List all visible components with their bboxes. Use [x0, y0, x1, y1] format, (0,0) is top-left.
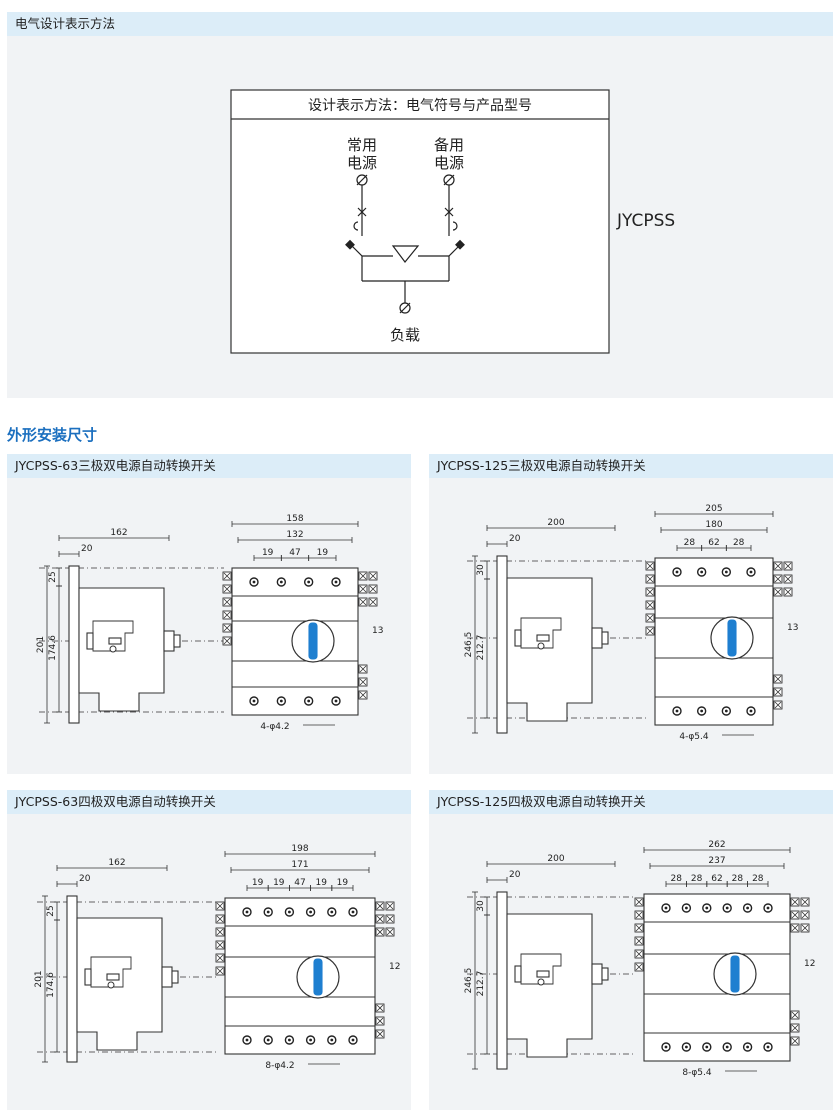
handle-side	[591, 627, 603, 649]
dimension-label: 19	[273, 878, 285, 888]
dimension-label: 19	[317, 548, 329, 558]
dimension-label: 28	[733, 538, 745, 548]
mechanism-outline	[520, 617, 562, 649]
dimension-label: 205	[705, 504, 722, 514]
dimension-label: 132	[286, 530, 303, 540]
handle-blue-bar	[730, 955, 740, 993]
dimension-label: 200	[547, 518, 564, 528]
panel-bar-1: JYCPSS-63三极双电源自动转换开关	[7, 454, 411, 478]
load-label: 负载	[390, 326, 420, 344]
dimension-label: 212.7	[476, 635, 486, 661]
dimension-label: 201	[34, 970, 44, 987]
switch-body-side	[78, 587, 165, 712]
dimension-label: 8-φ5.4	[682, 1068, 711, 1078]
symbol-box-title: 设计表示方法：电气符号与产品型号	[308, 98, 532, 114]
dimension-label: 174.6	[46, 972, 56, 998]
dimension-label: 20	[509, 870, 521, 880]
dimension-label: 28	[670, 874, 682, 884]
dimension-label: 19	[252, 878, 264, 888]
mounting-plate	[496, 555, 508, 734]
dimension-label: 201	[36, 636, 46, 653]
dimension-label: 12	[804, 959, 815, 969]
dimension-label: 237	[708, 856, 725, 866]
dimension-label: 20	[81, 544, 93, 554]
dimension-label: 8-φ4.2	[265, 1061, 294, 1071]
dimension-label: 28	[691, 874, 703, 884]
model-label: JYCPSS	[616, 211, 675, 231]
dimension-label: 212.7	[476, 971, 486, 997]
panel-bar-2: JYCPSS-125三极双电源自动转换开关	[429, 454, 833, 478]
handle-side	[163, 630, 175, 652]
dimension-label: 13	[787, 623, 798, 633]
dimension-label: 62	[708, 538, 719, 548]
dimension-label: 180	[705, 520, 722, 530]
dimension-label: 262	[708, 840, 725, 850]
header-bar: 电气设计表示方法	[7, 12, 833, 36]
switch-body-side	[506, 577, 593, 722]
mounting-plate	[68, 565, 80, 724]
dimension-label: 171	[291, 860, 308, 870]
switch-body-side	[506, 913, 593, 1058]
handle-side	[161, 966, 173, 988]
dimension-label: 13	[372, 626, 383, 636]
dimension-label: 246.5	[464, 968, 474, 994]
dimension-label: 162	[108, 858, 125, 868]
dimension-label: 47	[289, 548, 300, 558]
dimension-label: 19	[337, 878, 349, 888]
mechanism-outline	[520, 953, 562, 985]
panel-title-1: JYCPSS-63三极双电源自动转换开关	[15, 458, 216, 473]
dimension-label: 20	[509, 534, 521, 544]
panel-bar-4: JYCPSS-125四极双电源自动转换开关	[429, 790, 833, 814]
dimension-label: 174.6	[48, 635, 58, 661]
section-title: 外形安装尺寸	[7, 426, 98, 444]
mounting-plate	[66, 895, 78, 1063]
mounting-plate	[496, 891, 508, 1070]
dimension-label: 246.5	[464, 632, 474, 658]
normal-source-label-1: 常用	[347, 136, 377, 154]
panel-title-2: JYCPSS-125三极双电源自动转换开关	[437, 458, 646, 473]
dimension-label: 200	[547, 854, 564, 864]
dimension-label: 20	[79, 874, 91, 884]
normal-source-label-2: 电源	[347, 154, 377, 172]
panel-bar-3: JYCPSS-63四极双电源自动转换开关	[7, 790, 411, 814]
dimension-label: 4-φ5.4	[679, 732, 708, 742]
dimension-label: 30	[476, 900, 486, 912]
dimension-label: 25	[46, 905, 56, 916]
handle-blue-bar	[727, 619, 737, 657]
backup-source-branch	[443, 174, 460, 257]
electrical-symbol-diagram: 设计表示方法：电气符号与产品型号 常用 电源 备用 电源 负载 JYCPSS	[230, 89, 675, 354]
backup-source-label-1: 备用	[434, 136, 464, 154]
dimension-label: 198	[291, 844, 308, 854]
dimension-label: 25	[48, 571, 58, 582]
dimension-label: 162	[110, 528, 127, 538]
mechanism-outline	[92, 620, 134, 652]
dimension-label: 28	[752, 874, 764, 884]
dimension-label: 62	[711, 874, 722, 884]
backup-source-label-2: 电源	[434, 154, 464, 172]
dimension-label: 158	[286, 514, 303, 524]
handle-blue-bar	[308, 622, 318, 660]
dimension-label: 28	[684, 538, 696, 548]
normal-source-branch	[351, 174, 368, 257]
dimension-label: 19	[315, 878, 327, 888]
dimension-label: 47	[294, 878, 305, 888]
dimension-label: 19	[262, 548, 274, 558]
dimension-label: 12	[389, 962, 400, 972]
dimension-label: 30	[476, 564, 486, 576]
panel-title-4: JYCPSS-125四极双电源自动转换开关	[437, 794, 646, 809]
handle-blue-bar	[313, 958, 323, 996]
dimension-label: 28	[732, 874, 744, 884]
transfer-mechanism	[361, 245, 450, 314]
mechanism-outline	[90, 956, 132, 988]
handle-side	[591, 963, 603, 985]
switch-body-side	[76, 917, 163, 1051]
header-title: 电气设计表示方法	[15, 16, 116, 31]
panel-title-3: JYCPSS-63四极双电源自动转换开关	[15, 794, 216, 809]
dimension-label: 4-φ4.2	[260, 722, 289, 732]
